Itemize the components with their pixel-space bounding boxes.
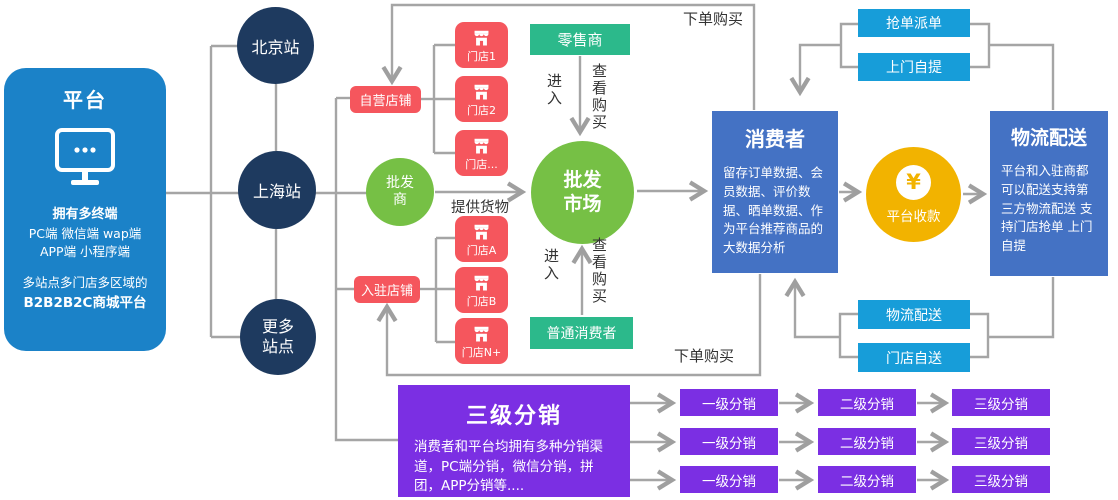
platform-terminals-line2: APP端 小程序端 <box>39 244 131 260</box>
delivery-option-self-pickup: 上门自提 <box>858 53 970 81</box>
settled-shop: 入驻店铺 <box>354 276 420 303</box>
delivery-option-grab-dispatch: 抢单派单 <box>858 9 970 37</box>
platform-desc-line1: 多站点多门店多区域的 <box>22 275 148 290</box>
consumer-title: 消费者 <box>745 127 805 151</box>
distribution-level-2: 二级分销 <box>818 466 916 493</box>
flow-label-order-buy-top: 下单购买 <box>683 10 744 28</box>
monitor-icon <box>53 127 117 193</box>
distribution-level-2: 二级分销 <box>818 428 916 455</box>
platform-desc-line2: B2B2B2C商城平台 <box>23 294 147 311</box>
delivery-option-label: 抢单派单 <box>886 16 942 32</box>
distribution-level-label: 三级分销 <box>974 396 1028 413</box>
self-operated-shop-label: 自营店铺 <box>359 94 412 109</box>
settled-shop-label: 入驻店铺 <box>360 284 413 299</box>
flow-label-provide-goods: 提供货物 <box>451 200 509 216</box>
store-etc: 门店... <box>455 130 508 176</box>
logistics-box: 物流配送 平台和入驻商都可以配送支持第三方物流配送 支持门店抢单 上门自提 <box>990 111 1108 276</box>
flow-label-enter-top: 进入 <box>545 73 563 107</box>
distribution-level-3: 三级分销 <box>952 466 1050 493</box>
store-2-label: 门店2 <box>467 104 496 117</box>
store-a-label: 门店A <box>466 244 497 257</box>
storefront-icon <box>474 30 489 46</box>
logistics-description: 平台和入驻商都可以配送支持第三方物流配送 支持门店抢单 上门自提 <box>1001 163 1093 253</box>
wholesale-market-label: 批发 市场 <box>563 168 602 215</box>
station-shanghai: 上海站 <box>238 151 316 229</box>
ordinary-consumer-box: 普通消费者 <box>530 317 633 349</box>
platform-terminals-heading: 拥有多终端 <box>52 207 118 222</box>
storefront-icon <box>474 275 489 291</box>
distribution-level-label: 二级分销 <box>840 435 894 452</box>
store-b-label: 门店B <box>466 295 497 308</box>
delivery-option-label: 物流配送 <box>886 307 942 324</box>
storefront-icon <box>474 138 489 154</box>
flow-label-view-buy-bottom: 查看购买 <box>590 237 608 305</box>
distribution-level-1: 一级分销 <box>680 389 778 416</box>
platform-card: 平台 拥有多终端 PC端 微信端 wap端 APP端 小程序端 多站点多门店多区… <box>4 68 166 351</box>
station-shanghai-label: 上海站 <box>252 182 301 201</box>
platform-description: 多站点多门店多区域的 B2B2B2C商城平台 <box>22 274 147 313</box>
delivery-option-logistics: 物流配送 <box>858 300 970 329</box>
distribution-main-box: 三级分销 消费者和平台均拥有多种分销渠道，PC端分销，微信分销，拼团，APP分销… <box>398 385 630 497</box>
station-more-label: 更多 站点 <box>261 317 294 356</box>
station-more: 更多 站点 <box>240 299 316 375</box>
distribution-level-3: 三级分销 <box>952 389 1050 416</box>
distribution-level-label: 一级分销 <box>702 473 756 490</box>
yen-coin-icon: ¥ <box>896 164 931 200</box>
flow-label-order-buy-bottom: 下单购买 <box>674 347 735 365</box>
distribution-level-1: 一级分销 <box>680 428 778 455</box>
store-n: 门店N+ <box>455 318 508 364</box>
storefront-icon <box>474 326 489 342</box>
distribution-level-label: 二级分销 <box>840 473 894 490</box>
distribution-description: 消费者和平台均拥有多种分销渠道，PC端分销，微信分销，拼团，APP分销等.... <box>414 439 603 495</box>
distribution-level-label: 三级分销 <box>974 473 1028 490</box>
delivery-option-store-delivery: 门店自送 <box>858 343 970 372</box>
distribution-title: 三级分销 <box>465 404 562 429</box>
wholesale-market-circle: 批发 市场 <box>531 141 634 244</box>
station-beijing: 北京站 <box>237 7 314 84</box>
distribution-level-1: 一级分销 <box>680 466 778 493</box>
consumer-description: 留存订单数据、会员数据、评价数据、晒单数据、作为平台推荐商品的大数据分析 <box>723 165 824 255</box>
distribution-level-2: 二级分销 <box>818 389 916 416</box>
platform-title: 平台 <box>63 88 107 112</box>
distribution-level-label: 二级分销 <box>840 396 894 413</box>
platform-terminals-line1: PC端 微信端 wap端 <box>28 225 142 241</box>
delivery-option-label: 门店自送 <box>886 350 942 367</box>
station-beijing-label: 北京站 <box>251 37 300 57</box>
store-1: 门店1 <box>455 22 508 68</box>
storefront-icon <box>474 84 489 100</box>
platform-payment-circle: ¥ 平台收款 <box>866 147 961 242</box>
distribution-level-label: 一级分销 <box>702 396 756 413</box>
consumer-box: 消费者 留存订单数据、会员数据、评价数据、晒单数据、作为平台推荐商品的大数据分析 <box>712 111 838 273</box>
store-n-label: 门店N+ <box>461 346 502 359</box>
retailer-label: 零售商 <box>557 31 603 49</box>
store-1-label: 门店1 <box>467 50 496 63</box>
store-b: 门店B <box>455 267 508 313</box>
distribution-level-label: 一级分销 <box>702 435 756 452</box>
logistics-title: 物流配送 <box>1010 127 1087 149</box>
ordinary-consumer-label: 普通消费者 <box>546 326 617 342</box>
platform-payment-label: 平台收款 <box>886 208 941 225</box>
flow-label-view-buy-top: 查看购买 <box>590 63 608 131</box>
wholesaler-circle: 批发 商 <box>366 158 434 226</box>
store-a: 门店A <box>455 216 508 262</box>
wholesaler-label: 批发 商 <box>386 174 414 209</box>
platform-terminals: 拥有多终端 PC端 微信端 wap端 APP端 小程序端 <box>29 205 142 262</box>
distribution-level-label: 三级分销 <box>974 435 1028 452</box>
yen-symbol: ¥ <box>906 170 921 194</box>
self-operated-shop: 自营店铺 <box>350 86 421 113</box>
delivery-option-label: 上门自提 <box>886 60 942 76</box>
retailer-box: 零售商 <box>530 24 630 55</box>
store-2: 门店2 <box>455 76 508 122</box>
flow-label-enter-bottom: 进入 <box>542 248 560 282</box>
store-etc-label: 门店... <box>465 158 498 171</box>
distribution-level-3: 三级分销 <box>952 428 1050 455</box>
storefront-icon <box>474 224 489 240</box>
